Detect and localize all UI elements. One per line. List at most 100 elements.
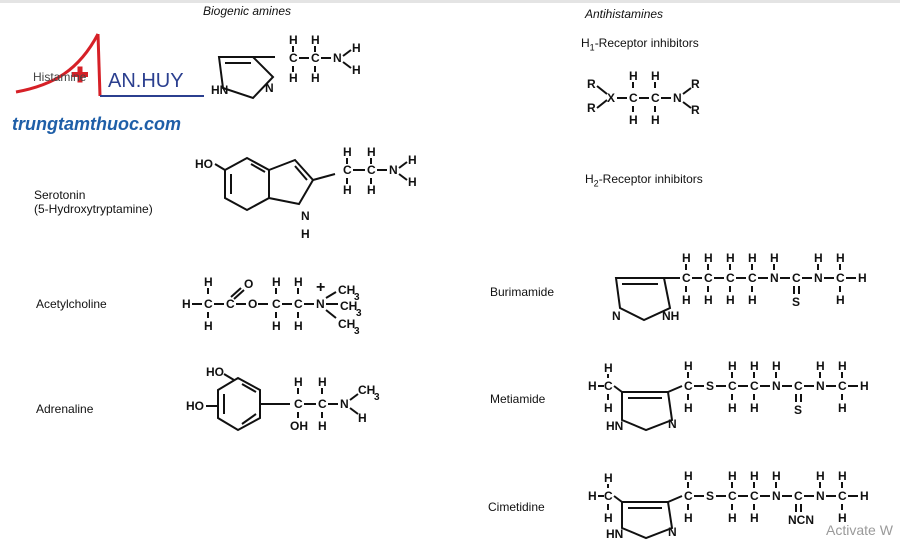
label-cimetidine: Cimetidine [488,500,545,514]
label-h2-inhibitors: H2-Receptor inhibitors [585,172,703,190]
atom-h: H [294,375,303,389]
atom-h: H [294,275,303,289]
subscript-3: 3 [356,308,362,319]
atom-h: H [728,401,737,415]
atom-s: S [794,403,802,417]
atom-h: H [408,175,417,189]
h1-suffix: -Receptor inhibitors [594,36,699,50]
atom-c: C [226,297,235,311]
atom-h: H [684,359,693,373]
logo-mark-icon [15,33,204,97]
atom-h: H [604,401,613,415]
atom-n: N [389,163,398,177]
logo-site: trungtamthuoc.com [12,114,181,134]
atom-h: H [289,33,298,47]
atom-n: N [673,91,682,105]
atom-c: C [750,379,759,393]
atom-h: H [343,183,352,197]
activate-windows-watermark: Activate W [826,522,893,538]
atom-n: N [668,525,677,539]
atom-r: R [691,103,700,117]
metiamide-structure: H C H H HN N H C H S H H C C H H H N C S… [588,359,869,433]
atom-h: H [604,361,613,375]
h1-prefix: H [581,36,590,50]
imidazole-ring [621,391,674,432]
atom-h: H [838,469,847,483]
atom-c: C [726,271,735,285]
atom-h: H [352,41,361,55]
charge-plus: + [316,279,325,296]
atom-n: N [772,489,781,503]
atom-h: H [750,359,759,373]
atom-s: S [706,379,714,393]
atom-c: C [289,51,298,65]
atom-ho: HO [186,399,204,413]
atom-oh: OH [290,419,308,433]
atom-c: C [750,489,759,503]
atom-h: H [629,113,638,127]
atom-c: C [204,297,213,311]
atom-ch3: CH [338,317,355,331]
atom-c: C [367,163,376,177]
atom-c: C [294,397,303,411]
atom-h: H [726,293,735,307]
atom-h: H [750,469,759,483]
atom-h: H [772,469,781,483]
atom-h: H [358,411,367,425]
atom-h: H [728,359,737,373]
atom-h: H [318,375,327,389]
atom-s: S [792,295,800,309]
logo-brand: AN.HUY [108,70,184,92]
atom-h: H [836,293,845,307]
atom-h: H [684,511,693,525]
atom-c: C [728,489,737,503]
atom-c: C [704,271,713,285]
atom-h: H [204,275,213,289]
h2-suffix: -Receptor inhibitors [598,172,703,186]
atom-h: H [684,401,693,415]
atom-h: H [182,297,191,311]
atom-x: X [607,91,615,105]
catechol-ring [217,376,261,432]
label-serotonin-sub: (5-Hydroxytryptamine) [34,202,153,216]
atom-c: C [684,379,693,393]
atom-c: C [272,297,281,311]
atom-c: C [794,489,803,503]
atom-ch3: CH [338,283,355,297]
atom-h: H [860,379,869,393]
atom-ho: HO [206,365,224,379]
label-h1-inhibitors: H1-Receptor inhibitors [581,36,699,54]
subscript-3: 3 [354,292,360,303]
header-biogenic-amines: Biogenic amines [203,4,292,18]
atom-h: H [588,489,597,503]
atom-h: H [311,71,320,85]
atom-h: H [704,293,713,307]
acetylcholine-structure: H H C H C O O H H C C H H N + CH 3 CH 3 … [182,275,362,337]
atom-h: H [750,511,759,525]
atom-h: H [294,319,303,333]
atom-n: N [770,271,779,285]
atom-c: C [311,51,320,65]
atom-c: C [728,379,737,393]
histamine-ring [217,56,275,100]
atom-h: H [772,359,781,373]
atom-n: N [333,51,342,65]
atom-h: H [838,511,847,525]
atom-h: H [588,379,597,393]
atom-h: H [272,275,281,289]
label-serotonin: Serotonin [34,188,86,202]
atom-h: H [352,63,361,77]
subscript-3: 3 [354,326,360,337]
atom-o: O [248,297,257,311]
atom-ncn: NCN [788,513,814,527]
atom-r: R [587,101,596,115]
imidazole-ring [621,501,674,540]
h2-prefix: H [585,172,594,186]
atom-c: C [651,91,660,105]
atom-h: H [408,153,417,167]
atom-h: H [836,251,845,265]
atom-h: H [651,113,660,127]
burimamide-structure: N NH H H H H C C C C H H H H N H C S N H… [612,251,867,323]
atom-h: H [814,251,823,265]
atom-h: H [728,469,737,483]
